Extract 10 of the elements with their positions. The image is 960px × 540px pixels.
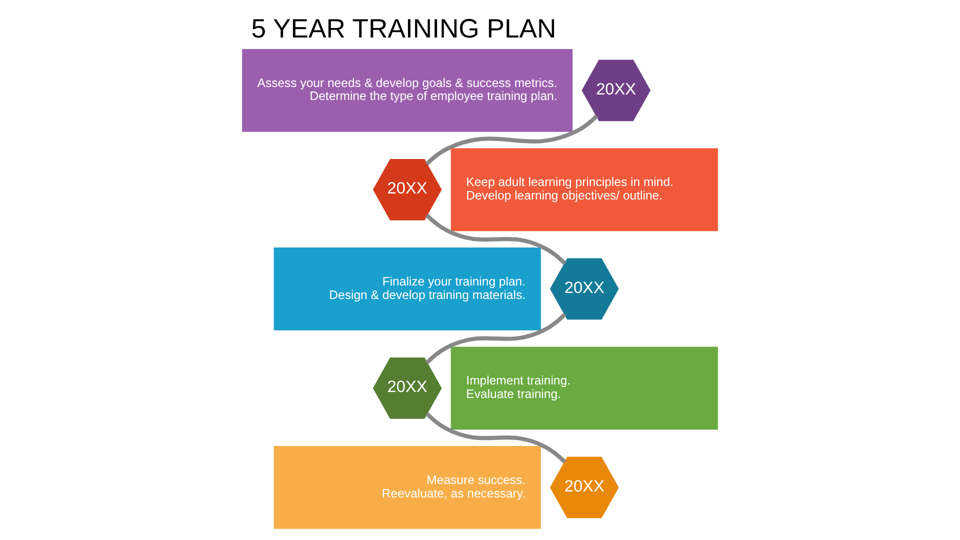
node-box: Finalize your training plan. Design & develop training materials. (274, 247, 541, 330)
diagram-title: 5 YEAR TRAINING PLAN (251, 13, 556, 44)
node-box: Measure success. Reevaluate, as necessary. (274, 446, 541, 529)
connector (425, 114, 598, 166)
node-box: Assess your needs & develop goals & success metrics. Determine the type of employee training plan. (242, 48, 573, 132)
node-box: Implement training. Evaluate training. (450, 346, 718, 430)
connector (425, 214, 566, 266)
node-box: Keep adult learning principles in mind. Develop learning objectives/ outline. (450, 148, 718, 232)
connector (425, 312, 566, 364)
connector (425, 412, 566, 464)
